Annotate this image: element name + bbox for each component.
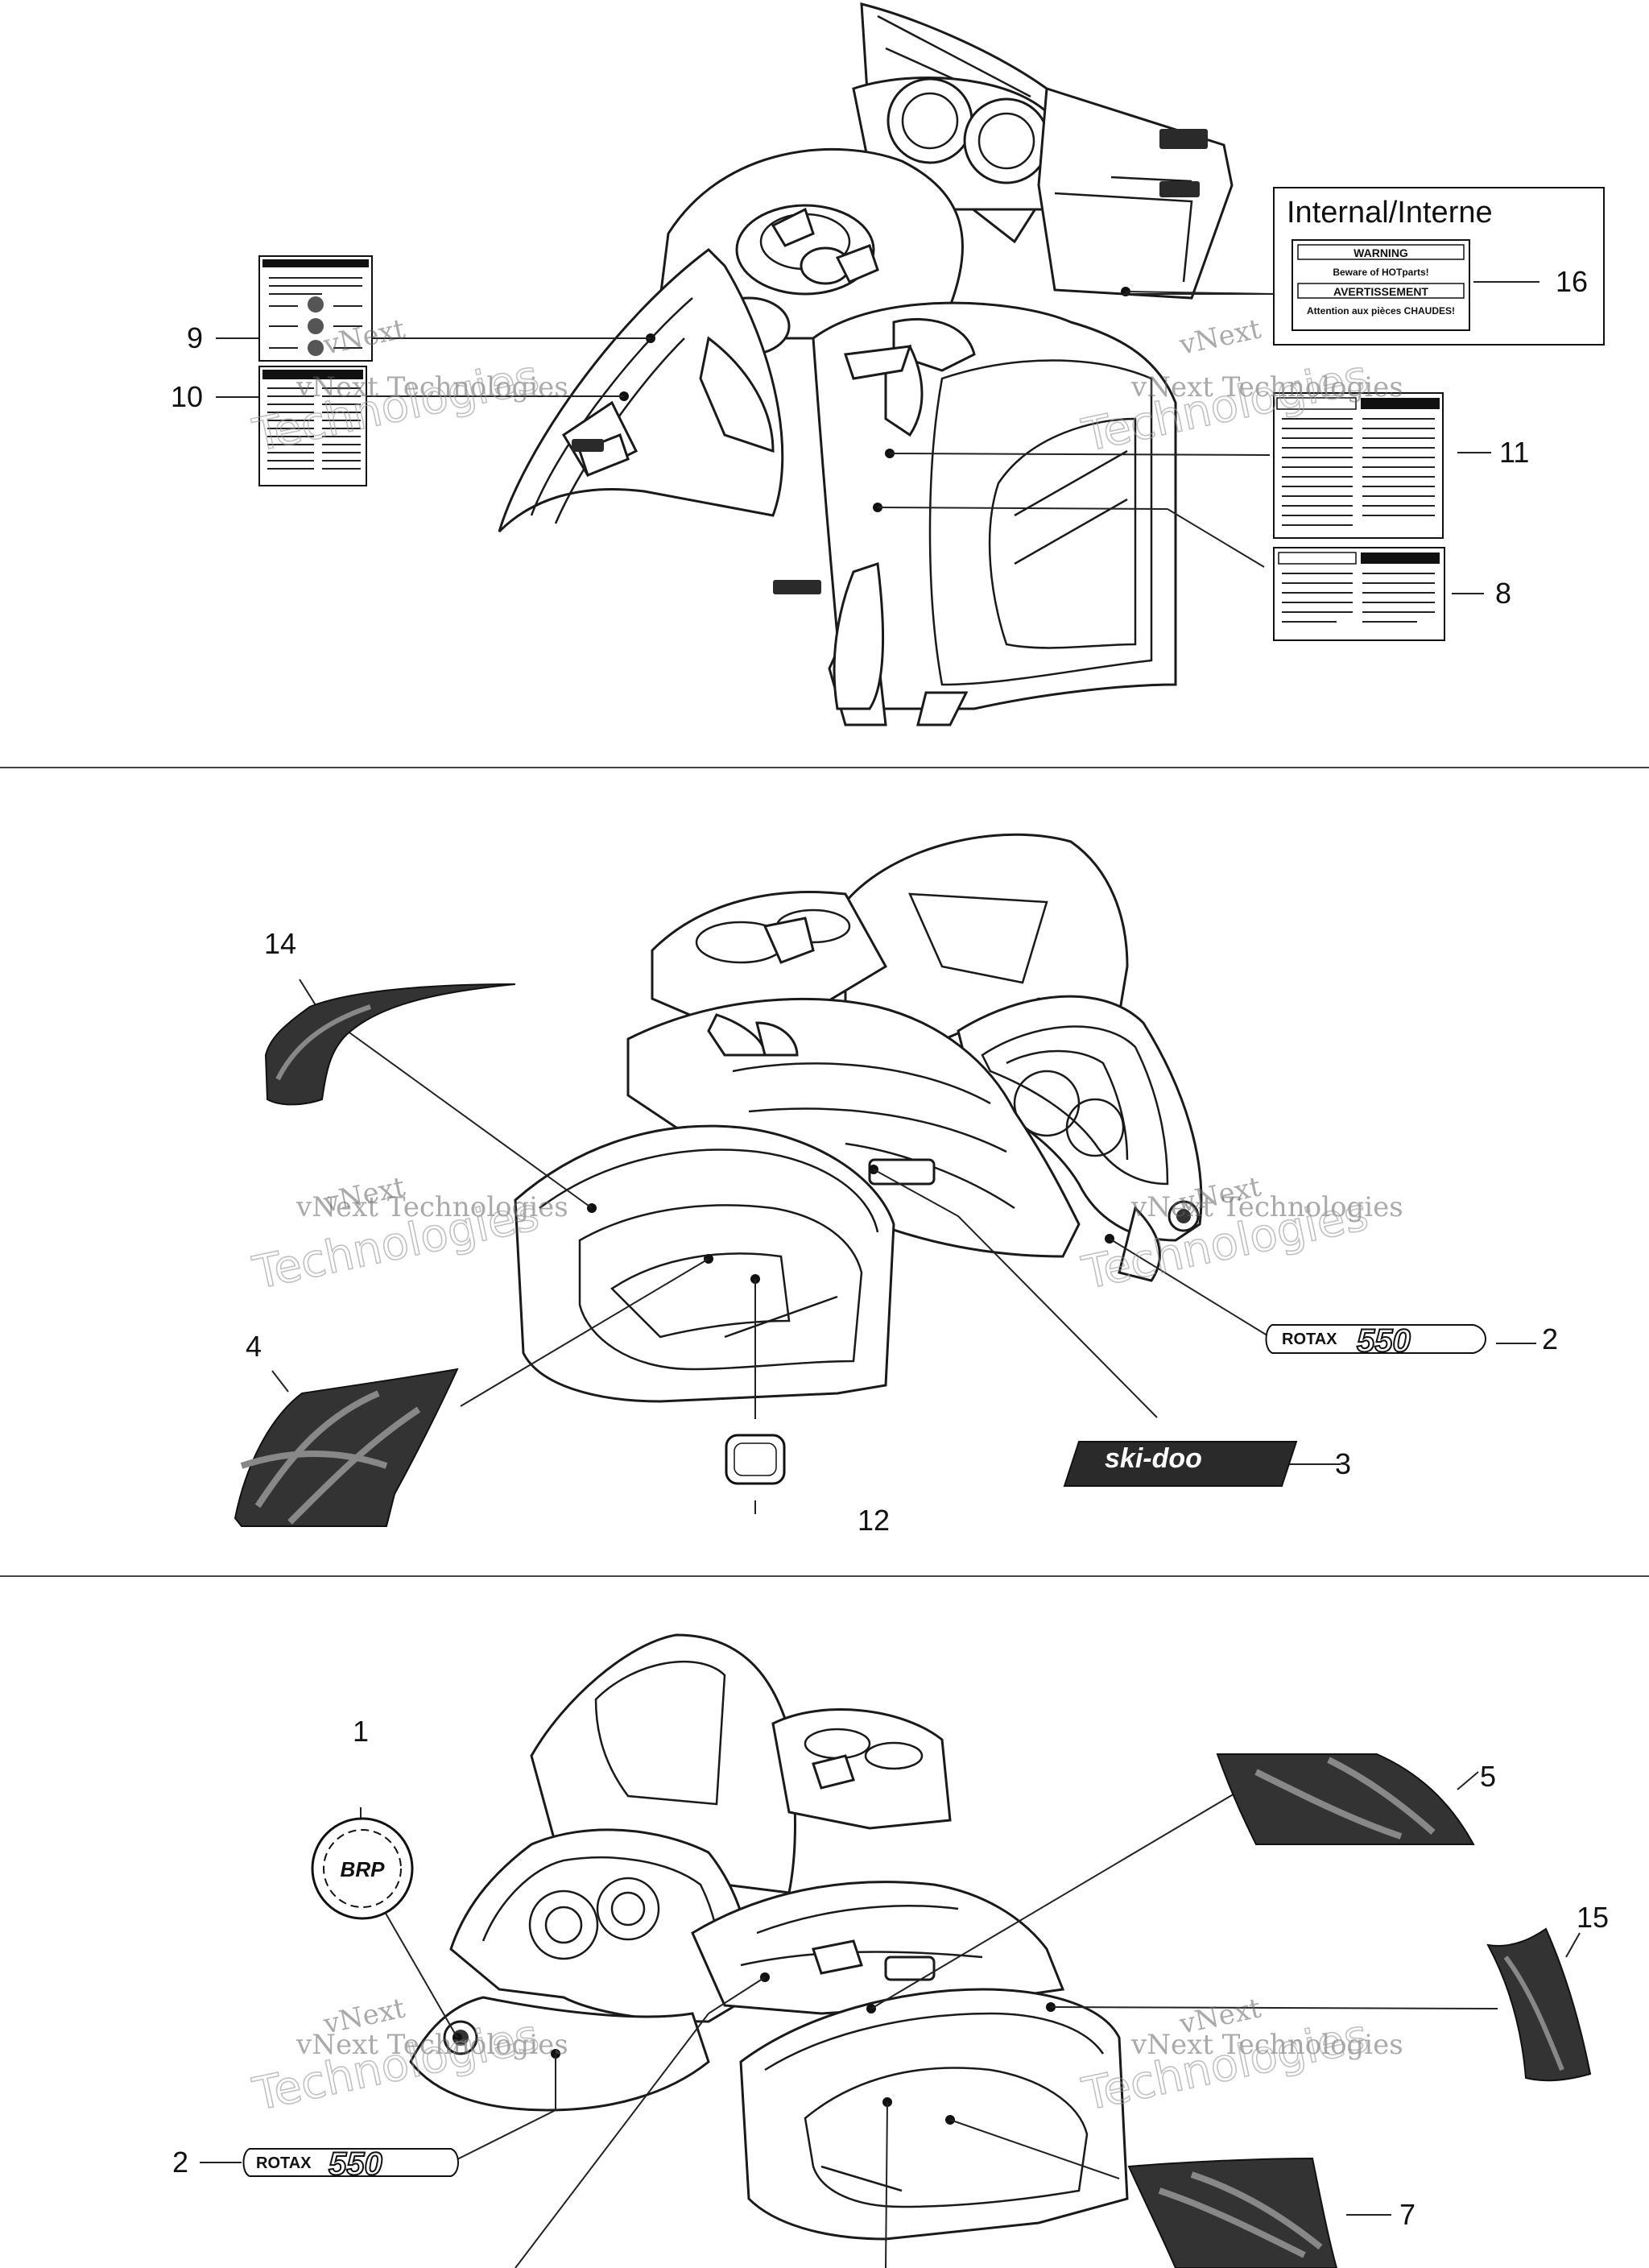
decal-4 bbox=[234, 1368, 459, 1527]
label16-warning-text: Beware of HOTparts! bbox=[1333, 267, 1428, 278]
callout-12: 12 bbox=[858, 1504, 890, 1537]
label16-avert-text: Attention aux pièces CHAUDES! bbox=[1307, 305, 1455, 317]
svg-text:vNext Technologies: vNext Technologies bbox=[1130, 1191, 1403, 1223]
decal-label-8 bbox=[1273, 547, 1445, 641]
callout-14: 14 bbox=[264, 927, 296, 960]
watermark-6: vNext vNext Technologies Technologies bbox=[1077, 1992, 1403, 2121]
decal-7 bbox=[1127, 2157, 1338, 2268]
svg-text:vNext Technologies: vNext Technologies bbox=[1130, 2029, 1403, 2061]
callout-11: 11 bbox=[1499, 436, 1529, 469]
rotax-num-bottom: 550 bbox=[329, 2146, 382, 2182]
callout-4: 4 bbox=[246, 1330, 262, 1363]
decal-label-9 bbox=[258, 255, 373, 362]
part-12 bbox=[725, 1434, 786, 1485]
svg-text:vNext Technologies: vNext Technologies bbox=[295, 371, 568, 404]
label16-title: Internal/Interne bbox=[1287, 196, 1493, 230]
callout-5: 5 bbox=[1480, 1760, 1496, 1793]
callout-16: 16 bbox=[1556, 265, 1588, 298]
decal-5 bbox=[1216, 1753, 1475, 1845]
callout-7: 7 bbox=[1399, 2198, 1415, 2231]
hood-side-view bbox=[514, 833, 1203, 1403]
svg-text:vNext Technologies: vNext Technologies bbox=[295, 2029, 568, 2061]
callout-9: 9 bbox=[187, 321, 203, 354]
callout-15: 15 bbox=[1577, 1901, 1609, 1934]
callout-2-top: 2 bbox=[1542, 1322, 1558, 1355]
callout-8: 8 bbox=[1495, 577, 1511, 610]
decal-2-rotax-bottom: ROTAX 550 bbox=[242, 2146, 459, 2183]
svg-text:vNext: vNext bbox=[1176, 312, 1264, 362]
label16-avert: AVERTISSEMENT bbox=[1333, 285, 1428, 298]
decal-1-brp: BRP bbox=[311, 1817, 414, 1920]
decal-15 bbox=[1486, 1927, 1592, 2082]
decal-label-11 bbox=[1273, 392, 1444, 539]
decal-label-10 bbox=[258, 366, 367, 486]
skidoo-text: ski-doo bbox=[1105, 1443, 1202, 1474]
callout-10: 10 bbox=[171, 380, 203, 413]
section1-leaders bbox=[216, 283, 1566, 594]
svg-text:vNext Technologies: vNext Technologies bbox=[1130, 371, 1403, 404]
rotax-word-top: ROTAX bbox=[1282, 1331, 1337, 1348]
decal-2-rotax-top: ROTAX 550 bbox=[1265, 1322, 1486, 1360]
decal-14 bbox=[264, 983, 516, 1106]
callout-3: 3 bbox=[1335, 1447, 1351, 1480]
decal-label-16: Internal/Interne WARNING Beware of HOTpa… bbox=[1123, 187, 1605, 346]
section3-leaders bbox=[200, 1771, 1581, 2268]
hood-top-view bbox=[498, 2, 1234, 726]
decal-3-skidoo: ski-doo bbox=[1063, 1441, 1298, 1487]
brp-text: BRP bbox=[341, 1857, 386, 1881]
svg-text:vNext Technologies: vNext Technologies bbox=[295, 1191, 568, 1223]
callout-2-bottom: 2 bbox=[172, 2146, 188, 2179]
section2-leaders bbox=[271, 979, 1536, 1514]
rotax-num-top: 550 bbox=[1357, 1323, 1411, 1359]
hood-front-view bbox=[409, 1633, 1129, 2241]
rotax-word-bottom: ROTAX bbox=[256, 2154, 312, 2172]
callout-1: 1 bbox=[353, 1715, 369, 1748]
label16-warning: WARNING bbox=[1354, 246, 1408, 259]
